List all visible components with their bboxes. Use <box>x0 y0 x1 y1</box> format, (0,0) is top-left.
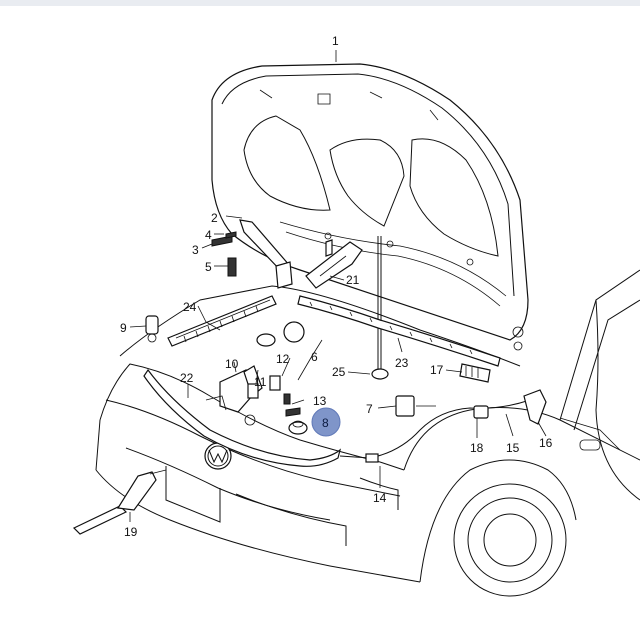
callout-6: 6 <box>311 350 318 364</box>
callout-10: 10 <box>225 357 239 371</box>
top-edge-bar <box>0 0 640 6</box>
callout-23: 23 <box>395 356 409 370</box>
callout-15: 15 <box>506 441 520 455</box>
highlighted-part-badge[interactable]: 8 <box>311 407 341 437</box>
switch-part-7 <box>395 395 436 417</box>
callout-13: 13 <box>313 394 327 408</box>
callout-24: 24 <box>183 300 197 314</box>
bolt-part-4 <box>225 231 237 239</box>
callout-21: 21 <box>346 273 360 287</box>
lock-part-10 <box>205 365 263 426</box>
callout-7: 7 <box>366 402 373 416</box>
buffer-part-17 <box>459 363 491 383</box>
callout-5: 5 <box>205 260 212 274</box>
seal-strips <box>143 295 501 467</box>
callout-11: 11 <box>254 375 267 389</box>
callout-1: 1 <box>332 34 339 48</box>
lever-part-16 <box>523 389 547 425</box>
callout-22: 22 <box>180 371 194 385</box>
callout-25: 25 <box>332 365 346 379</box>
nut-part-8 <box>288 420 308 435</box>
callout-14: 14 <box>373 491 387 505</box>
callout-12: 12 <box>276 352 290 366</box>
callout-16: 16 <box>539 436 553 450</box>
hinge-part-2 <box>239 219 293 289</box>
callout-4: 4 <box>205 228 212 242</box>
callout-17: 17 <box>430 363 444 377</box>
plate-part-12 <box>256 321 305 347</box>
callout-labels: 1 2 4 3 5 24 9 10 11 12 6 21 22 23 25 17… <box>120 34 553 539</box>
clip-part-11 <box>247 375 281 399</box>
leader-lines <box>129 50 547 522</box>
callout-2: 2 <box>211 211 218 225</box>
bolt-part-13 <box>283 393 301 417</box>
hood-prop-rod <box>371 236 389 380</box>
callout-18: 18 <box>470 441 484 455</box>
callout-19: 19 <box>124 525 138 539</box>
callout-3: 3 <box>192 243 199 257</box>
bolt-part-5 <box>227 257 237 277</box>
cable-part-14-15 <box>339 399 531 463</box>
vw-emblem <box>204 442 232 470</box>
front-body-illustration <box>95 269 640 597</box>
stop-part-9 <box>145 315 159 343</box>
release-handle-19 <box>72 469 167 535</box>
callout-9: 9 <box>120 321 127 335</box>
callout-8: 8 <box>322 416 329 430</box>
bracket-part-21 <box>305 239 363 289</box>
